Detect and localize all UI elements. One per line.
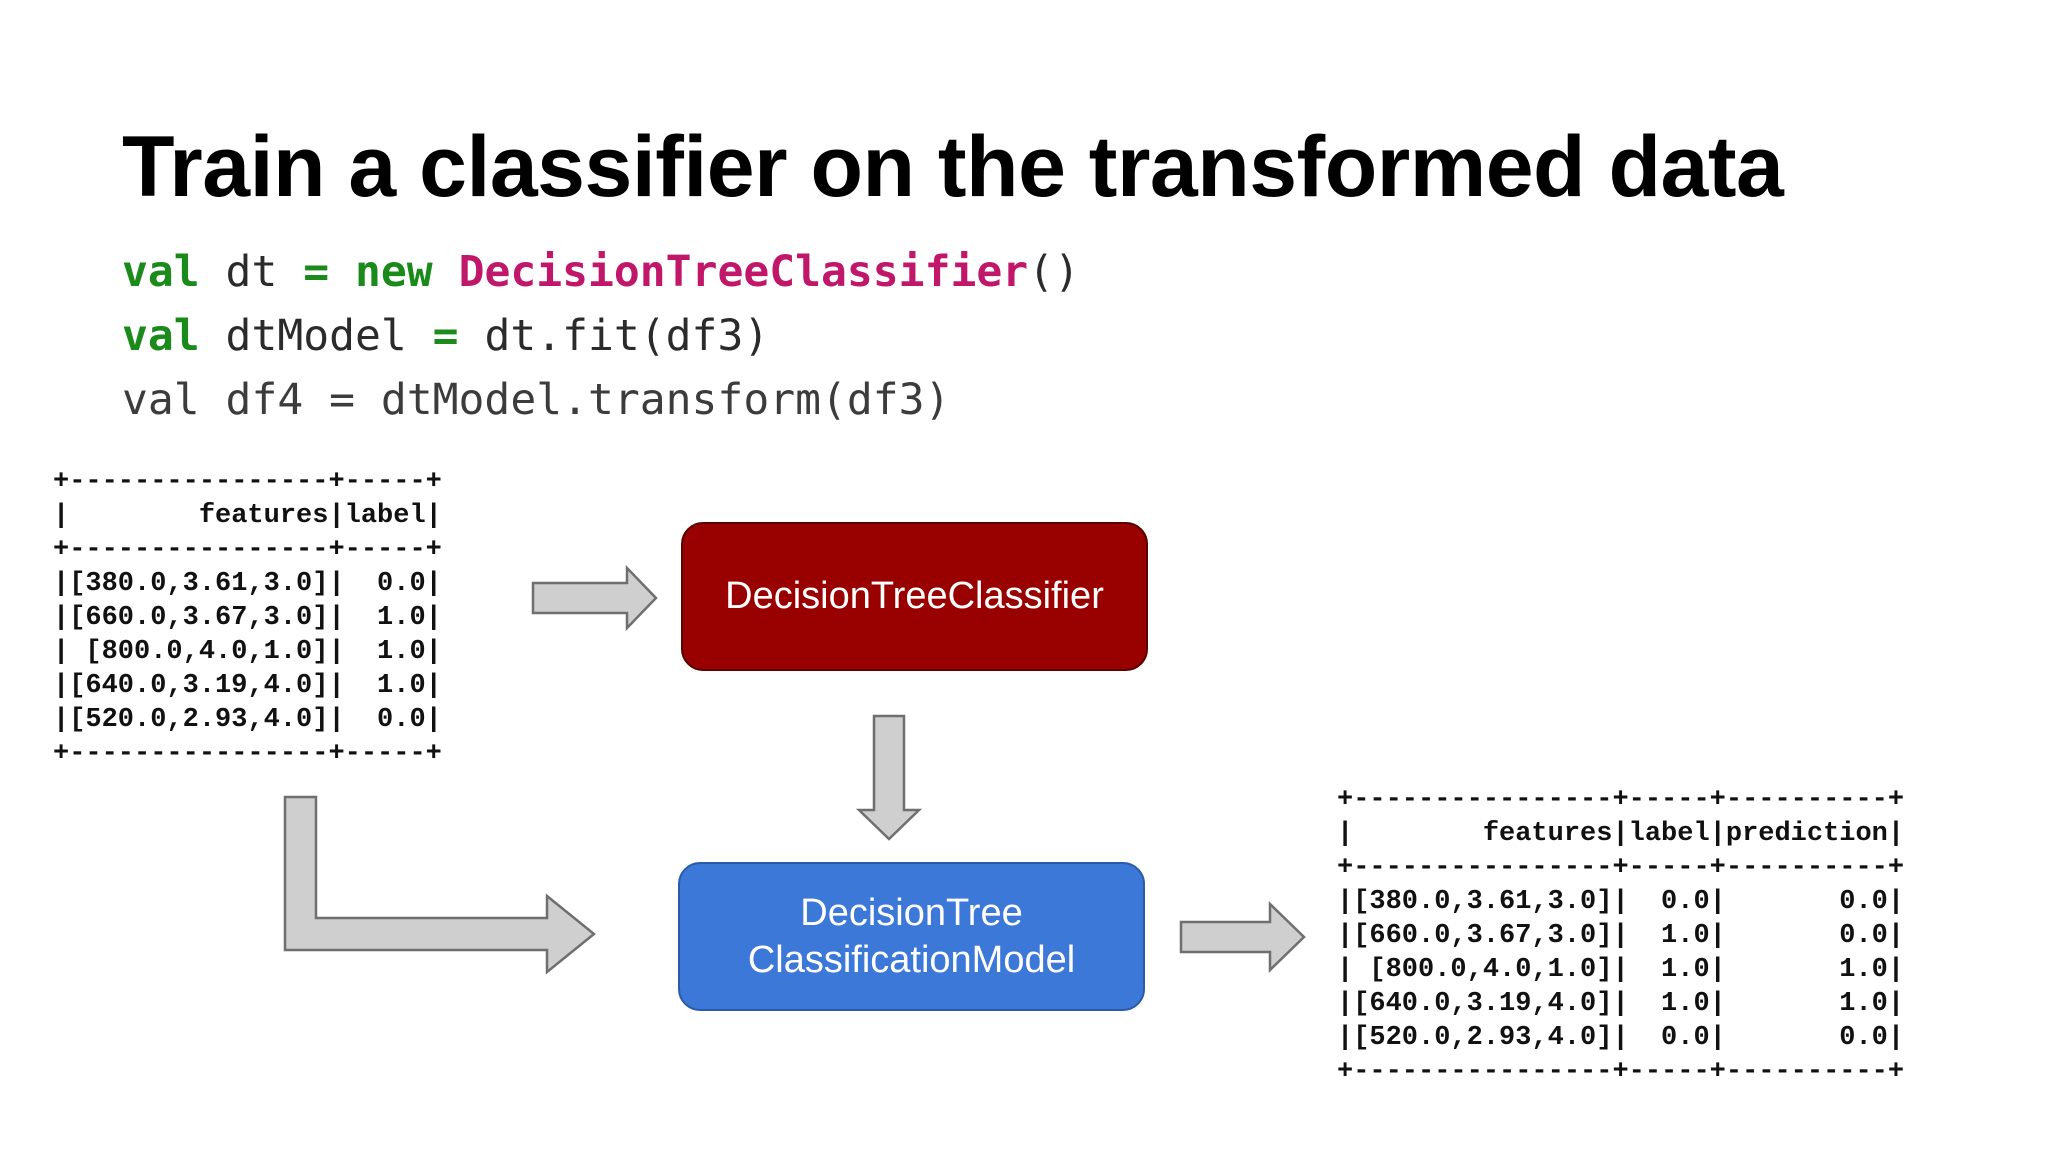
node-label: DecisionTreeClassifier (725, 575, 1104, 617)
node-label: DecisionTree ClassificationModel (747, 891, 1076, 981)
code-class-name: DecisionTreeClassifier (458, 247, 1029, 297)
arrow-right-icon (1179, 901, 1306, 973)
table-row: |[660.0,3.67,3.0]| 1.0| (53, 603, 442, 633)
table-row: | [800.0,4.0,1.0]| 1.0| (53, 637, 442, 667)
table-border: +----------------+-----+ (53, 739, 442, 769)
output-dataframe-table: +----------------+-----+----------+ | fe… (1337, 783, 1904, 1089)
table-header: | features|label| (53, 501, 442, 531)
arrow-down-icon (855, 714, 923, 841)
code-space (329, 247, 355, 297)
code-keyword: val (122, 311, 200, 361)
input-dataframe-table: +----------------+-----+ | features|labe… (53, 465, 442, 771)
table-row: |[520.0,2.93,4.0]| 0.0| (53, 705, 442, 735)
table-row: |[380.0,3.61,3.0]| 0.0| (53, 569, 442, 599)
table-header: | features|label|prediction| (1337, 819, 1905, 849)
code-space (433, 247, 459, 297)
table-row: |[380.0,3.61,3.0]| 0.0| 0.0| (1337, 887, 1905, 917)
code-line-2: val dtModel = dt.fit(df3) (122, 304, 1080, 368)
arrow-right-icon (531, 564, 658, 632)
table-row: |[520.0,2.93,4.0]| 0.0| 0.0| (1337, 1023, 1905, 1053)
arrow-elbow-icon (283, 795, 596, 975)
code-line-3: val df4 = dtModel.transform(df3) (122, 368, 1080, 432)
table-row: | [800.0,4.0,1.0]| 1.0| 1.0| (1337, 955, 1905, 985)
code-expression: dt.fit(df3) (458, 311, 770, 361)
decision-tree-classifier-node: DecisionTreeClassifier (681, 522, 1148, 671)
code-plain-line: val df4 = dtModel.transform(df3) (122, 375, 951, 425)
table-border: +----------------+-----+----------+ (1337, 853, 1905, 883)
code-line-1: val dt = new DecisionTreeClassifier() (122, 240, 1080, 304)
code-block: val dt = new DecisionTreeClassifier()val… (122, 240, 1080, 432)
code-operator: = (432, 311, 459, 361)
code-operator: = (303, 247, 330, 297)
slide-title: Train a classifier on the transformed da… (122, 119, 1784, 215)
table-border: +----------------+-----+----------+ (1337, 785, 1905, 815)
table-row: |[660.0,3.67,3.0]| 1.0| 0.0| (1337, 921, 1905, 951)
table-border: +----------------+-----+ (53, 535, 442, 565)
code-call-parens: () (1028, 247, 1080, 297)
code-keyword: val (122, 247, 200, 297)
decision-tree-model-node: DecisionTree ClassificationModel (678, 862, 1145, 1011)
table-row: |[640.0,3.19,4.0]| 1.0| 1.0| (1337, 989, 1905, 1019)
code-identifier: dt (199, 247, 304, 297)
table-border: +----------------+-----+----------+ (1337, 1057, 1905, 1087)
table-row: |[640.0,3.19,4.0]| 1.0| (53, 671, 442, 701)
code-keyword-new: new (355, 247, 433, 297)
code-identifier: dtModel (199, 311, 433, 361)
table-border: +----------------+-----+ (53, 467, 442, 497)
